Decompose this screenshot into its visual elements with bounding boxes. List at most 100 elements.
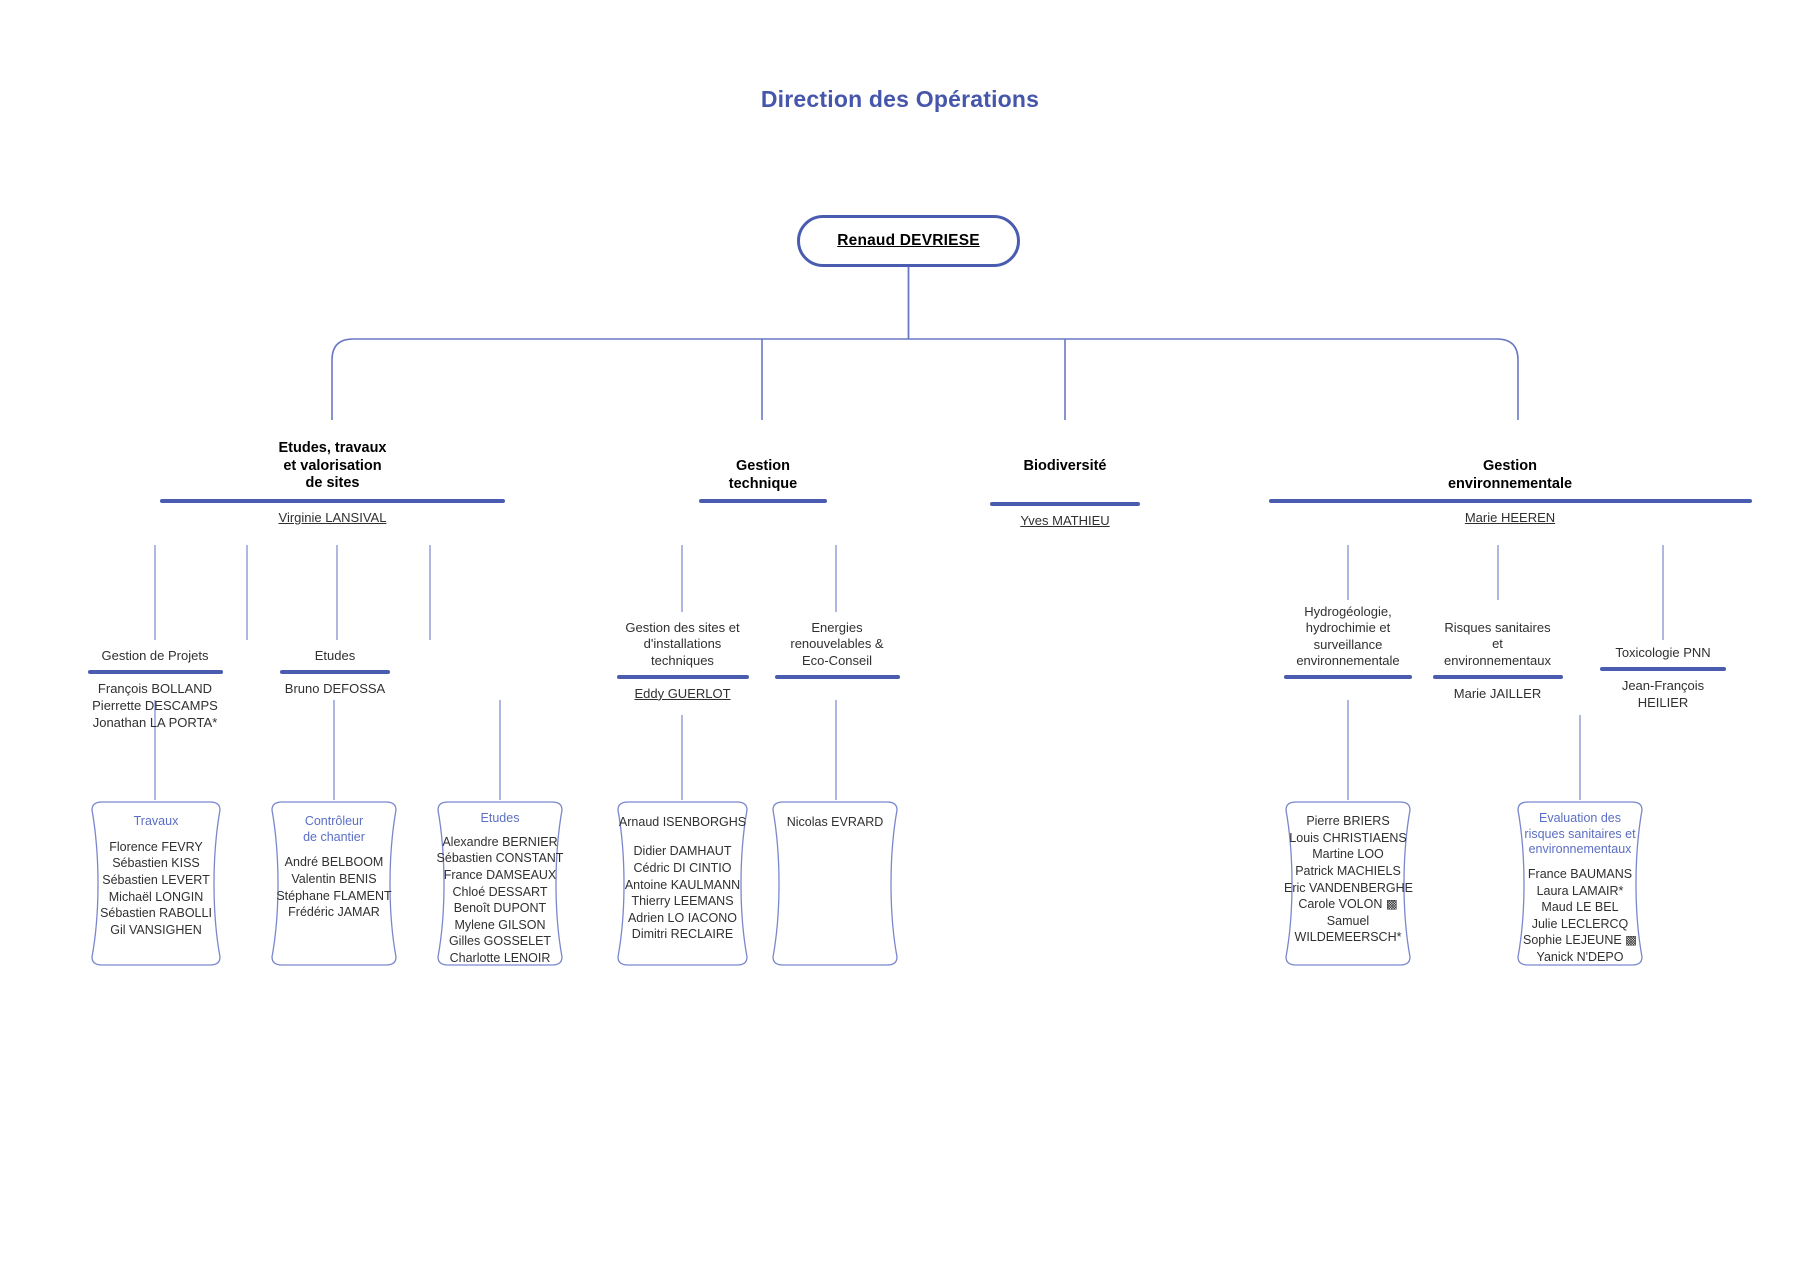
unit-rule (87, 670, 223, 675)
unit-rule (774, 674, 900, 679)
unit-names: Bruno DEFOSSA (270, 681, 400, 698)
unit-rule (1284, 675, 1412, 679)
box-name: Patrick MACHIELS (1295, 863, 1401, 878)
box-name: Dimitri RECLAIRE (631, 927, 734, 942)
box-name: France BAUMANS (1527, 866, 1633, 881)
box-lead: Arnaud ISENBORGHS (618, 815, 747, 829)
box-outline (91, 801, 221, 966)
team-box-evaluation-risques[interactable]: Evaluation des risques sanitaires et env… (1510, 800, 1650, 967)
box-names: André BELBOOM Valentin BENIS Stéphane FL… (270, 854, 398, 921)
box-outline (772, 801, 898, 966)
box-content: Arnaud ISENBORGHS Didier DAMHAUT Cédric … (610, 800, 755, 953)
box-name: Julie LECLERCQ (1531, 916, 1629, 931)
department-lead: Marie HEEREN (1464, 510, 1556, 526)
box-name: Sébastien CONSTANT (436, 851, 564, 866)
unit-gestion-sites-installations[interactable]: Gestion des sites et d'installations tec… (600, 620, 765, 702)
box-name: Eric VANDENBERGHE (1284, 880, 1413, 895)
unit-lead: Marie JAILLER (1453, 685, 1542, 701)
team-box-gestion-sites[interactable]: Arnaud ISENBORGHS Didier DAMHAUT Cédric … (610, 800, 755, 967)
page-title: Direction des Opérations (760, 86, 1040, 112)
unit-name: François BOLLAND (97, 681, 213, 697)
department-rule (1268, 499, 1752, 504)
box-name: Pierre BRIERS (1306, 814, 1390, 828)
box-name: WILDEMEERSCH* (1294, 930, 1402, 945)
unit-energies-renouvelables[interactable]: Energies renouvelables & Eco-Conseil (762, 620, 912, 686)
team-box-etudes[interactable]: Etudes Alexandre BERNIER Sébastien CONST… (430, 800, 570, 967)
unit-rule (280, 670, 390, 675)
box-title: Evaluation des risques sanitaires et env… (1524, 811, 1636, 857)
box-names: Florence FEVRY Sébastien KISS Sébastien … (90, 839, 222, 939)
unit-name: Pierrette DESCAMPS (92, 698, 218, 714)
box-name: Gilles GOSSELET (448, 934, 552, 949)
unit-title: Energies renouvelables & Eco-Conseil (790, 620, 884, 668)
box-name: Antoine KAULMANN (624, 877, 741, 892)
box-lead: Nicolas EVRARD (786, 815, 884, 829)
box-name: France DAMSEAUX (443, 867, 557, 882)
box-name: Gil VANSIGHEN (110, 922, 202, 937)
unit-hydrogeologie[interactable]: Hydrogéologie, hydrochimie et surveillan… (1267, 604, 1429, 686)
unit-title: Gestion des sites et d'installations tec… (625, 620, 740, 668)
box-name: Carole VOLON ▩ (1298, 897, 1398, 912)
unit-gestion-de-projets[interactable]: Gestion de Projets François BOLLAND Pier… (70, 648, 240, 732)
box-outline (271, 801, 397, 966)
box-name: Alexandre BERNIER (442, 834, 558, 849)
box-outline (437, 801, 563, 966)
box-title: Travaux (133, 814, 179, 828)
box-content: Etudes Alexandre BERNIER Sébastien CONST… (430, 800, 570, 977)
department-rule (990, 501, 1140, 506)
box-name: Samuel (1326, 913, 1370, 928)
box-name: Didier DAMHAUT (633, 844, 732, 859)
box-name: Sébastien LEVERT (102, 872, 210, 887)
department-title: Gestion environnementale (1447, 458, 1573, 492)
unit-rule (1600, 667, 1726, 672)
box-name: Thierry LEEMANS (631, 894, 734, 909)
box-name: Maud LE BEL (1541, 900, 1619, 915)
box-name: Stéphane FLAMENT (276, 888, 392, 903)
department-biodiversite[interactable]: Biodiversité Yves MATHIEU (960, 458, 1170, 529)
box-name: Michaël LONGIN (108, 889, 204, 904)
department-title: Gestion technique (728, 458, 798, 492)
box-names: Alexandre BERNIER Sébastien CONSTANT Fra… (436, 834, 564, 967)
unit-risques-sanitaires[interactable]: Risques sanitaires et environnementaux M… (1420, 620, 1575, 702)
box-name: Frédéric JAMAR (288, 905, 380, 920)
box-name: Martine LOO (1312, 847, 1384, 862)
department-title: Biodiversité (1023, 458, 1107, 474)
box-name: Louis CHRISTIAENS (1289, 830, 1407, 845)
unit-title: Risques sanitaires et environnementaux (1444, 620, 1551, 668)
box-name: Benoît DUPONT (453, 901, 547, 916)
unit-title: Toxicologie PNN (1615, 645, 1711, 660)
box-content: Pierre BRIERS Louis CHRISTIAENS Martine … (1278, 800, 1418, 956)
department-gestion-environnementale[interactable]: Gestion environnementale Marie HEEREN (1260, 458, 1760, 527)
department-title: Etudes, travaux et valorisation de sites (278, 440, 387, 492)
unit-lead: Eddy GUERLOT (634, 685, 731, 701)
unit-names: François BOLLAND Pierrette DESCAMPS Jona… (70, 681, 240, 732)
box-content: Contrôleur de chantier André BELBOOM Val… (264, 800, 404, 931)
box-name: Chloé DESSART (452, 884, 548, 899)
team-box-controleur-de-chantier[interactable]: Contrôleur de chantier André BELBOOM Val… (264, 800, 404, 967)
team-box-travaux[interactable]: Travaux Florence FEVRY Sébastien KISS Sé… (84, 800, 228, 967)
box-title: Etudes (480, 811, 520, 825)
box-name: Valentin BENIS (291, 871, 377, 886)
unit-title: Etudes (314, 648, 356, 663)
box-name: Sébastien RABOLLI (100, 906, 212, 921)
box-name: André BELBOOM (284, 855, 384, 870)
box-name: Florence FEVRY (109, 839, 203, 854)
box-name: Laura LAMAIR* (1536, 883, 1624, 898)
box-content: Travaux Florence FEVRY Sébastien KISS Sé… (84, 800, 228, 948)
box-outline (1285, 801, 1411, 966)
unit-name: Jonathan LA PORTA* (92, 715, 218, 731)
team-box-energies[interactable]: Nicolas EVRARD (765, 800, 905, 967)
root-node-label: Renaud DEVRIESE (837, 232, 980, 249)
unit-toxicologie-pnn[interactable]: Toxicologie PNN Jean-François HEILIER (1588, 645, 1738, 711)
box-name: Adrien LO IACONO (627, 910, 738, 925)
department-etudes-travaux[interactable]: Etudes, travaux et valorisation de sites… (155, 440, 510, 526)
department-rule (160, 499, 505, 504)
unit-etudes[interactable]: Etudes Bruno DEFOSSA (270, 648, 400, 698)
department-gestion-technique[interactable]: Gestion technique (648, 458, 878, 510)
root-node[interactable]: Renaud DEVRIESE (797, 215, 1020, 267)
department-rule (699, 499, 827, 504)
team-box-hydrogeologie[interactable]: Pierre BRIERS Louis CHRISTIAENS Martine … (1278, 800, 1418, 967)
box-name: Sébastien KISS (112, 856, 200, 871)
unit-name: Bruno DEFOSSA (284, 681, 386, 697)
